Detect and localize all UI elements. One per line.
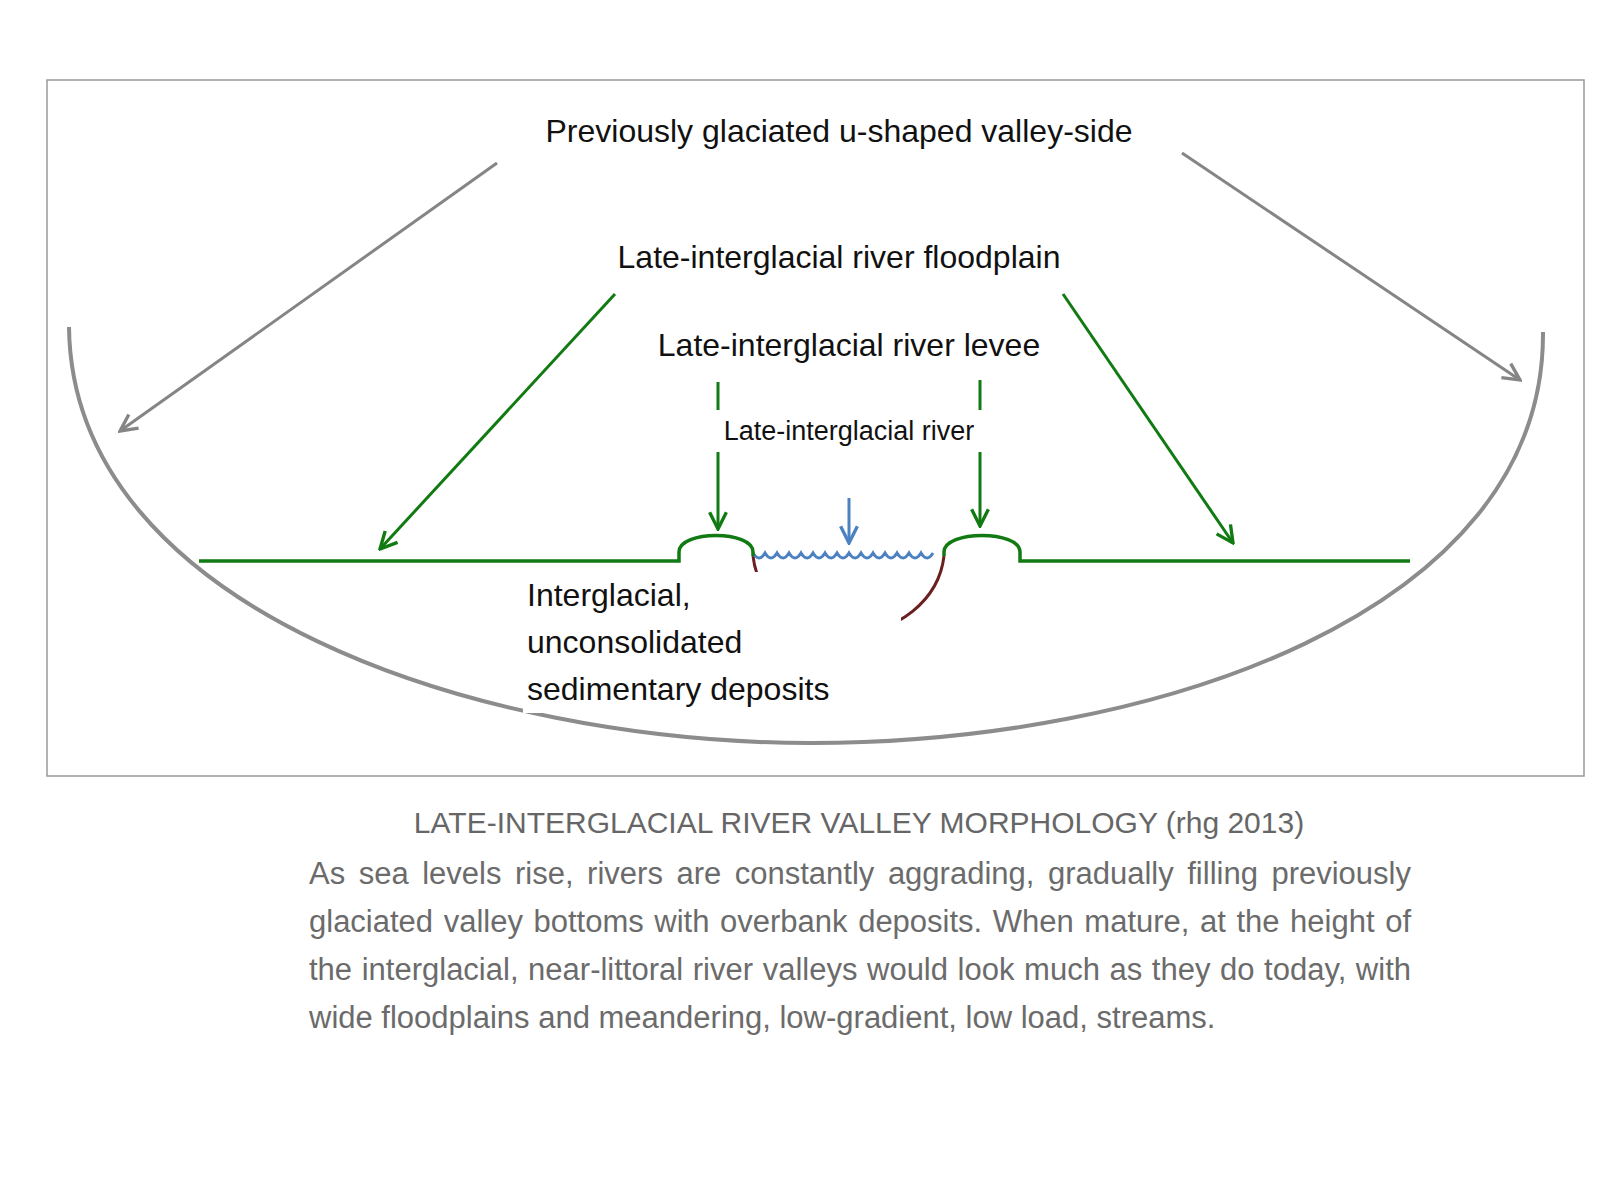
floodplain-label: Late-interglacial river floodplain	[614, 239, 1065, 276]
valley-side-label: Previously glaciated u-shaped valley-sid…	[542, 113, 1137, 150]
leader-line	[979, 380, 982, 526]
figure-caption: As sea levels rise, rivers are constantl…	[309, 850, 1411, 1042]
deposits-label: Interglacial, unconsolidated sedimentary…	[523, 572, 901, 713]
valley-side	[69, 327, 1543, 743]
leader-line	[380, 294, 615, 549]
leader-line	[120, 163, 497, 431]
frame	[47, 80, 1584, 776]
leader-line	[1182, 153, 1520, 380]
levee-label: Late-interglacial river levee	[654, 327, 1044, 364]
leader-line	[1063, 294, 1233, 543]
river-label: Late-interglacial river	[715, 410, 983, 452]
river-surface	[753, 553, 933, 558]
leader-line	[848, 498, 851, 543]
leader-line	[717, 382, 720, 529]
figure-title: LATE-INTERGLACIAL RIVER VALLEY MORPHOLOG…	[414, 806, 1304, 840]
